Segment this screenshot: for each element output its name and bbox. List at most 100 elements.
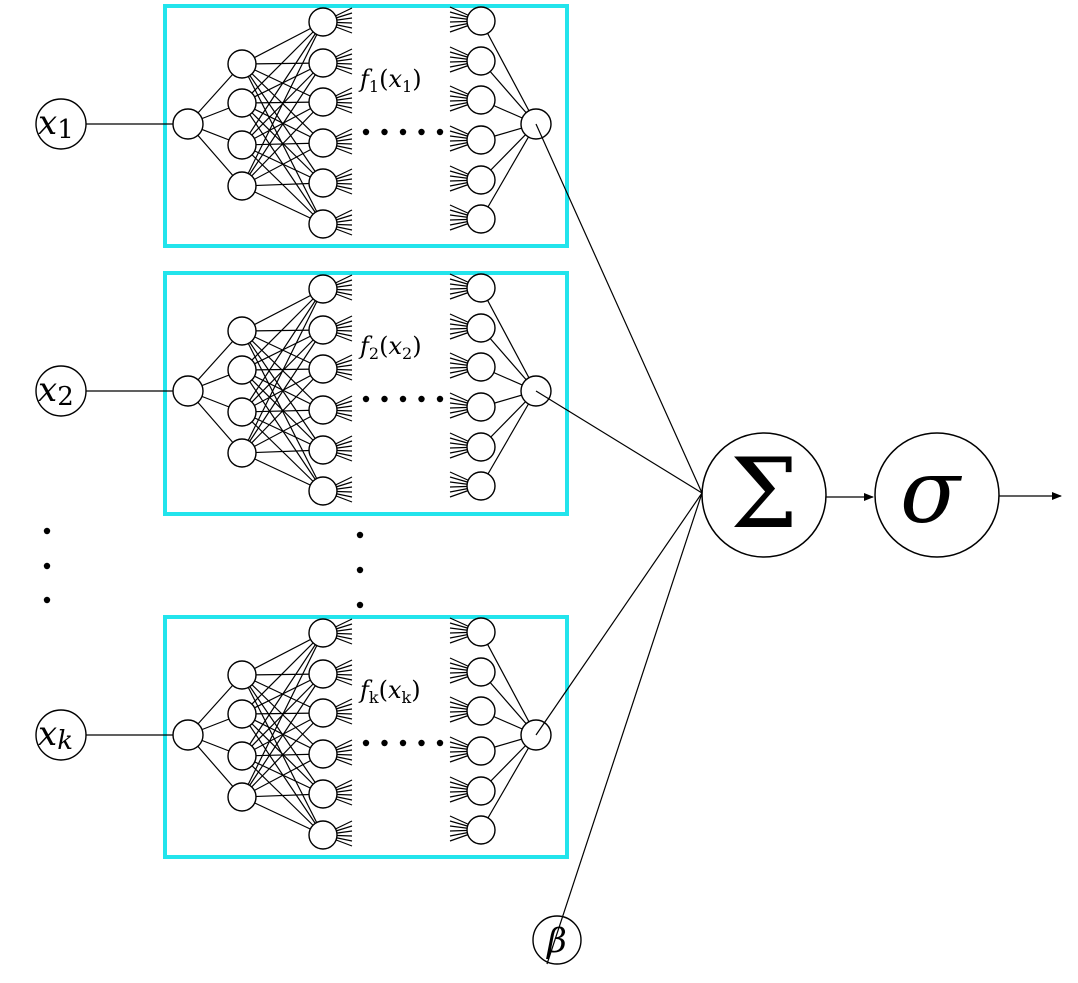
subnetwork-output-edge <box>535 390 703 494</box>
ellipsis-dot <box>381 395 388 403</box>
ellipsis-dot <box>399 739 407 747</box>
neuron <box>466 204 496 234</box>
neuron <box>466 273 496 303</box>
activation-node: σ <box>874 432 1000 558</box>
edge <box>241 288 324 413</box>
edge <box>241 713 324 795</box>
edge <box>241 21 324 187</box>
input-node: x2 <box>35 365 87 417</box>
neuron <box>466 352 496 382</box>
subnetwork-edges <box>86 273 537 503</box>
subnetwork-1: f1(x1)x1 <box>35 4 569 248</box>
neuron <box>466 85 496 115</box>
ellipsis-dot <box>362 395 370 403</box>
neuron <box>308 779 338 809</box>
ellipsis-dot <box>418 395 425 403</box>
neuron <box>466 657 496 687</box>
edge <box>241 329 324 454</box>
neuron <box>172 108 204 140</box>
neuron <box>308 168 338 198</box>
sum-node: Σ <box>701 432 827 558</box>
ellipsis-dot <box>418 128 425 136</box>
subnetwork-neurons <box>172 6 552 239</box>
subnetwork-2: f2(x2)x2 <box>35 271 569 516</box>
subnetwork-edges <box>86 617 537 847</box>
ellipsis-dot <box>356 566 364 574</box>
ellipsis-dot <box>381 739 388 747</box>
neuron <box>308 354 338 384</box>
neuron <box>172 375 204 407</box>
ellipsis-dot <box>362 739 370 747</box>
neuron <box>227 130 257 160</box>
edge <box>241 21 324 65</box>
edge <box>241 368 324 454</box>
neuron <box>466 815 496 845</box>
edge <box>241 142 324 187</box>
input-node: x1 <box>35 98 87 150</box>
neuron <box>466 696 496 726</box>
edge <box>241 21 324 146</box>
bias-node: β <box>532 915 582 965</box>
neuron <box>308 128 338 158</box>
subnetwork-neurons <box>172 617 552 850</box>
neuron <box>308 820 338 850</box>
input-label: x1 <box>38 103 74 145</box>
edge <box>241 632 324 676</box>
neuron <box>308 659 338 689</box>
neuron <box>466 736 496 766</box>
input-label: xk <box>38 714 73 756</box>
ellipsis-dot <box>381 128 388 136</box>
neuron <box>227 355 257 385</box>
neuron <box>308 395 338 425</box>
sigma-symbol: σ <box>900 440 963 543</box>
edge <box>241 21 324 104</box>
bias-circle <box>532 915 582 965</box>
neuron <box>466 471 496 501</box>
ellipsis-dot <box>43 596 51 604</box>
input-label: x2 <box>38 370 74 412</box>
neuron <box>308 87 338 117</box>
ellipsis-dot <box>43 562 51 570</box>
sum-circle <box>701 432 827 558</box>
subnetwork-3: fk(xk) xk <box>35 615 569 859</box>
ellipsis-dot <box>362 128 370 136</box>
neuron <box>227 88 257 118</box>
function-label: fk(xk) <box>358 676 421 707</box>
edge <box>480 287 537 392</box>
ellipsis-dot <box>356 531 364 539</box>
edge <box>241 632 324 757</box>
vertical-ellipsis-networks <box>356 531 364 609</box>
neuron <box>227 741 257 771</box>
neuron <box>308 48 338 78</box>
input-circle <box>35 365 87 417</box>
edge <box>480 734 537 831</box>
subnetwork-edges <box>86 6 537 236</box>
edge <box>241 288 324 332</box>
hidden-layers-ellipsis <box>362 128 444 136</box>
edge <box>241 796 324 836</box>
edge <box>241 102 324 184</box>
neuron <box>227 397 257 427</box>
edge <box>241 712 324 798</box>
neuron <box>308 435 338 465</box>
activation-circle <box>874 432 1000 558</box>
input-circle <box>35 709 87 761</box>
subnetwork-output-edge <box>535 123 703 494</box>
neuron <box>308 739 338 769</box>
subnetwork-box <box>163 615 569 859</box>
neuron <box>308 698 338 728</box>
neuron <box>308 618 338 648</box>
ellipsis-dot <box>436 128 444 136</box>
ellipsis-dot <box>436 739 444 747</box>
edge <box>480 390 537 487</box>
neuron <box>227 316 257 346</box>
neuron <box>308 7 338 37</box>
subnetwork-output-edge <box>535 492 703 736</box>
edge <box>241 185 324 225</box>
neuron <box>466 125 496 155</box>
edge <box>241 452 324 492</box>
neuron <box>308 476 338 506</box>
neuron <box>466 776 496 806</box>
